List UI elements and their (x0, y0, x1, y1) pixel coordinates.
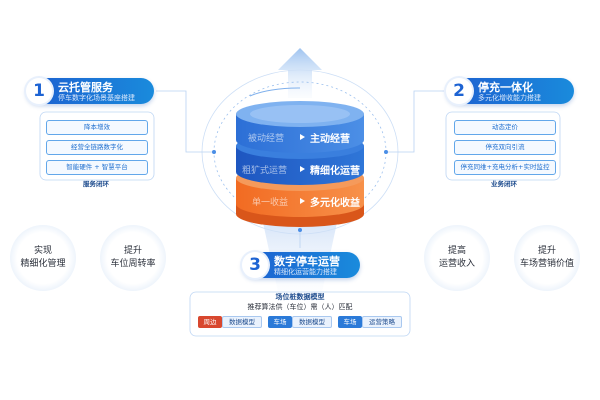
business-item-monitor: 停充同维+充电分析+实时监控 (454, 160, 556, 175)
tag-parking: 车场 (338, 316, 362, 328)
tag-ops-strategy: 运营策略 (362, 316, 402, 328)
goal-circle-marketing: 提升 车场营销价值 (514, 225, 580, 291)
layer-1-to-label: 主动经营 (310, 134, 350, 145)
goal-line2: 车场营销价值 (519, 259, 574, 269)
layer-3-to-label: 多元化收益 (310, 198, 360, 209)
module-title: 停充一体化 (478, 81, 533, 94)
goal-line2: 精细化管理 (20, 259, 66, 269)
recommendation-subtitle: 推荐算法供（车位）需（人）匹配 (247, 303, 353, 311)
goal-line1: 实现 (33, 246, 52, 256)
goal-line2: 车位周转率 (110, 259, 156, 269)
tag-parking: 车场 (268, 316, 292, 328)
business-item-pricing: 动态定价 (454, 120, 556, 135)
tag-data-model: 数据模型 (222, 316, 262, 328)
business-item-traffic: 停充双向引流 (454, 140, 556, 155)
service-item-digital: 经营全链路数字化 (46, 140, 148, 155)
tag-surrounding: 周边 (198, 316, 222, 328)
module-subtitle: 停车数字化场景基座搭建 (58, 94, 135, 102)
data-model-title: 场位桩数据模型 (275, 293, 325, 301)
layer-1-from-label: 被动经营 (248, 134, 285, 144)
goal-circle-management: 实现 精细化管理 (10, 225, 76, 291)
goal-line1: 提升 (123, 246, 142, 256)
module-title: 云托管服务 (58, 81, 113, 94)
up-arrow-icon (278, 48, 322, 98)
goal-line1: 提高 (447, 246, 466, 256)
module-subtitle: 多元化增收能力搭建 (478, 94, 541, 102)
layer-2-to-label: 精细化运营 (310, 166, 360, 177)
layer-2-from-label: 粗犷式运营 (242, 166, 288, 176)
service-item-hardware: 智能硬件 + 智慧平台 (46, 160, 148, 175)
tag-data-model: 数据模型 (292, 316, 332, 328)
service-loop-caption: 服务闭环 (83, 180, 109, 188)
layer-3-from-label: 单一收益 (252, 198, 289, 208)
business-loop-caption: 业务闭环 (491, 180, 517, 188)
module-number-3: 3 (242, 252, 268, 278)
goal-circle-turnover: 提升 车位周转率 (100, 225, 166, 291)
goal-circle-revenue: 提高 运营收入 (424, 225, 490, 291)
goal-line2: 运营收入 (438, 259, 475, 269)
module-title: 数字停车运营 (274, 255, 340, 268)
module-number-1: 1 (26, 78, 52, 104)
goal-line1: 提升 (537, 246, 556, 256)
service-item-cost: 降本增效 (46, 120, 148, 135)
module-subtitle: 精细化运营能力搭建 (274, 268, 337, 276)
module-number-2: 2 (446, 78, 472, 104)
